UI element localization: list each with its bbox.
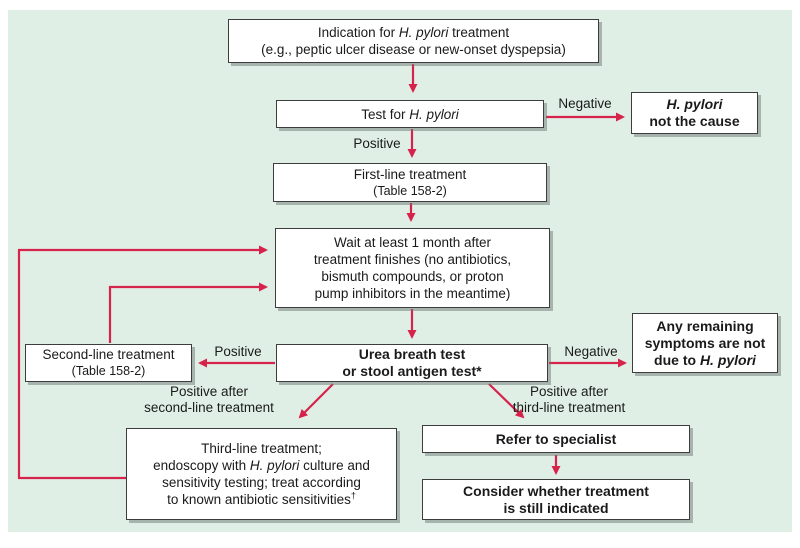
box-not-the-cause-line2: not the cause bbox=[649, 113, 740, 129]
box-third-line-line3: sensitivity testing; treat according bbox=[162, 475, 361, 490]
box-any-remaining-line2: symptoms are not bbox=[644, 334, 766, 351]
box-not-the-cause-line1: H. pylori bbox=[666, 96, 723, 112]
box-wait-line2: treatment finishes (no antibiotics, bbox=[313, 252, 512, 267]
box-indication: Indication for H. pylori treatment (e.g.… bbox=[228, 19, 599, 63]
label-positive-top: Positive bbox=[353, 136, 401, 151]
box-third-line-line4: to known antibiotic sensitivities† bbox=[167, 490, 356, 507]
box-urea-line1: Urea breath test bbox=[358, 346, 466, 362]
label-positive-after-second-line: Positive after second-line treatment bbox=[144, 384, 274, 415]
box-urea-line2: or stool antigen test* bbox=[342, 363, 482, 379]
box-wait-line3: bismuth compounds, or proton bbox=[321, 269, 504, 284]
box-refer-line1: Refer to specialist bbox=[495, 430, 617, 447]
box-any-remaining-line3: due to H. pylori bbox=[654, 351, 756, 368]
box-first-line-table-ref: (Table 158-2) bbox=[373, 183, 447, 198]
box-third-line-treatment: Third-line treatment; endoscopy with H. … bbox=[126, 428, 397, 520]
box-wait-one-month: Wait at least 1 month after treatment fi… bbox=[275, 228, 550, 308]
box-test: Test for H. pylori bbox=[276, 100, 544, 128]
box-third-line-line1: Third-line treatment; bbox=[201, 441, 322, 456]
label-positive-after-third-line: Positive after third-line treatment bbox=[512, 384, 626, 415]
box-consider-treatment: Consider whether treatment is still indi… bbox=[422, 479, 690, 520]
box-test-line1: Test for H. pylori bbox=[361, 106, 459, 122]
label-positive-mid: Positive bbox=[214, 344, 262, 359]
box-second-line-treatment: Second-line treatment (Table 158-2) bbox=[25, 344, 192, 382]
box-first-line-treatment: First-line treatment (Table 158-2) bbox=[273, 163, 547, 202]
box-wait-line4: pump inhibitors in the meantime) bbox=[314, 286, 511, 301]
label-negative-mid: Negative bbox=[564, 344, 618, 359]
dagger-footnote-mark: † bbox=[350, 490, 356, 501]
box-any-remaining-symptoms: Any remaining symptoms are not due to H.… bbox=[632, 313, 778, 373]
label-negative-top: Negative bbox=[558, 96, 612, 111]
box-refer-to-specialist: Refer to specialist bbox=[422, 425, 690, 453]
box-not-the-cause: H. pylori not the cause bbox=[631, 92, 758, 134]
box-indication-line1: Indication for H. pylori treatment bbox=[317, 25, 510, 40]
box-any-remaining-line1: Any remaining bbox=[656, 317, 754, 334]
box-third-line-line2: endoscopy with H. pylori culture and bbox=[153, 458, 370, 473]
box-urea-breath-test: Urea breath test or stool antigen test* bbox=[276, 344, 548, 382]
box-consider-line2: is still indicated bbox=[503, 499, 609, 516]
box-second-line-label: Second-line treatment bbox=[42, 347, 175, 362]
box-second-line-table-ref: (Table 158-2) bbox=[71, 364, 146, 378]
box-consider-line1: Consider whether treatment bbox=[463, 482, 649, 499]
box-wait-line1: Wait at least 1 month after bbox=[333, 235, 492, 250]
box-indication-line2: (e.g., peptic ulcer disease or new-onset… bbox=[261, 42, 566, 57]
box-first-line-label: First-line treatment bbox=[353, 166, 467, 182]
